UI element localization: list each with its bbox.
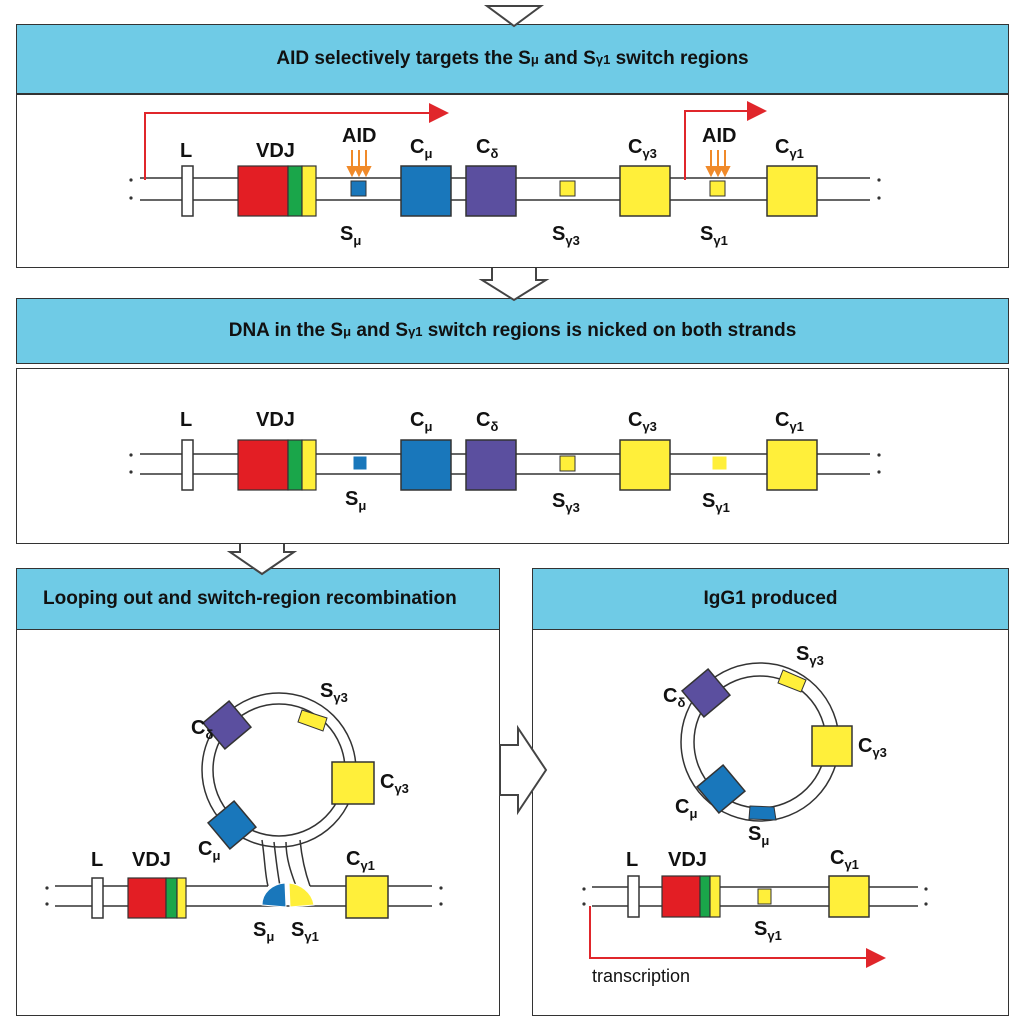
label-transcription: transcription: [592, 966, 690, 986]
c-delta-gene: [465, 165, 517, 217]
c-mu-gene: [400, 165, 452, 217]
label-L-2: L: [180, 409, 192, 431]
s-mu-recombining: [261, 882, 287, 908]
down-arrow-2: [226, 544, 298, 576]
c-g3-gene: [619, 165, 671, 217]
leader-segment: [181, 165, 194, 217]
label-C-g1: Cγ1: [775, 136, 804, 161]
label-S-mu-4: Sμ: [748, 823, 769, 848]
label-S-g1-3: Sγ1: [291, 919, 319, 944]
panel4-igg1: Cδ Sγ3 Cγ3 Cμ Sμ Cγ1 L VDJ Sγ1 transcrip…: [582, 643, 928, 986]
right-arrow: [499, 724, 548, 816]
panel-looping: [16, 628, 500, 1016]
s-g1-region: [709, 180, 726, 197]
banner1-text-b: and S: [538, 48, 596, 69]
label-S-g1-4: Sγ1: [754, 918, 782, 943]
label-S-g1-2: Sγ1: [702, 490, 730, 515]
label-S-g3: Sγ3: [552, 223, 580, 248]
label-S-g3-2: Sγ3: [552, 490, 580, 515]
s-g1-recombining: [288, 882, 315, 908]
aid-arrows-mu: [346, 150, 372, 178]
banner-igg1: IgG1 produced: [532, 568, 1009, 630]
label-S-g1: Sγ1: [700, 223, 728, 248]
label-L-3: L: [91, 849, 103, 871]
label-C-mu-4: Cμ: [675, 796, 697, 821]
label-L: L: [180, 140, 192, 162]
banner1-sub-mu: μ: [530, 51, 539, 67]
label-S-g3-4: Sγ3: [796, 643, 824, 668]
down-arrow-1: [478, 268, 550, 302]
label-C-g1-4: Cγ1: [830, 847, 859, 872]
s-mu-nicked: [352, 455, 368, 471]
transcription-arrow-3: [589, 906, 886, 968]
banner1-sub-g1: γ1: [595, 51, 611, 67]
label-S-g3-3: Sγ3: [320, 680, 348, 705]
panel-igg1: [532, 628, 1009, 1016]
banner4-text: IgG1 produced: [703, 588, 838, 609]
s-g1-nicked: [711, 455, 728, 471]
label-C-delta-4: Cδ: [663, 685, 685, 710]
label-C-delta: Cδ: [476, 136, 498, 161]
s-g3-region: [559, 180, 576, 197]
label-S-mu-2: Sμ: [345, 488, 366, 513]
s-mu-circle: [748, 805, 777, 821]
panel3-loop: Cδ Sγ3 Cγ3 Cμ Cγ1 L VDJ Sμ Sγ1: [45, 680, 443, 944]
banner2-sub-mu: μ: [343, 323, 352, 339]
label-AID-2: AID: [702, 125, 736, 147]
label-C-g3-2: Cγ3: [628, 409, 657, 434]
panel2-dna: L VDJ Cμ Cδ Cγ3 Cγ1 Sμ Sγ3 Sγ1: [129, 409, 881, 515]
banner-looping: Looping out and switch-region recombinat…: [16, 568, 500, 630]
label-AID-1: AID: [342, 125, 376, 147]
label-C-g1-3: Cγ1: [346, 848, 375, 873]
label-VDJ-3: VDJ: [132, 849, 171, 871]
banner2-text-b: and S: [351, 320, 409, 341]
label-C-delta-3: Cδ: [191, 717, 213, 742]
banner2-text-a: DNA in the S: [228, 320, 344, 341]
label-C-mu-2: Cμ: [410, 409, 432, 434]
label-C-mu-3: Cμ: [198, 838, 220, 863]
label-C-g1-2: Cγ1: [775, 409, 804, 434]
label-C-g3-4: Cγ3: [858, 735, 887, 760]
banner3-text: Looping out and switch-region recombinat…: [43, 588, 457, 609]
label-C-mu: Cμ: [410, 136, 432, 161]
label-L-4: L: [626, 849, 638, 871]
label-C-g3-3: Cγ3: [380, 771, 409, 796]
label-S-mu: Sμ: [340, 223, 361, 248]
c-g1-gene: [766, 165, 818, 217]
aid-arrows-g1: [705, 150, 731, 178]
transcription-arrow-2: [684, 101, 767, 180]
label-C-g3: Cγ3: [628, 136, 657, 161]
label-VDJ-2: VDJ: [256, 409, 295, 431]
label-S-mu-3: Sμ: [253, 919, 274, 944]
banner1-text-a: AID selectively targets the S: [276, 48, 531, 69]
banner2-sub-g1: γ1: [408, 323, 423, 339]
label-VDJ-4: VDJ: [668, 849, 707, 871]
down-arrow-top: [483, 5, 545, 28]
banner1-text-c: switch regions: [610, 48, 749, 69]
s-mu-region: [350, 180, 367, 197]
banner2-text-c: switch regions is nicked on both strands: [422, 320, 797, 341]
label-VDJ: VDJ: [256, 140, 295, 162]
transcription-arrow-1: [144, 103, 449, 180]
label-C-delta-2: Cδ: [476, 409, 498, 434]
panel1-dna: L VDJ AID AID Cμ Cδ Cγ3 Cγ1 Sμ Sγ3 Sγ1: [129, 101, 881, 248]
